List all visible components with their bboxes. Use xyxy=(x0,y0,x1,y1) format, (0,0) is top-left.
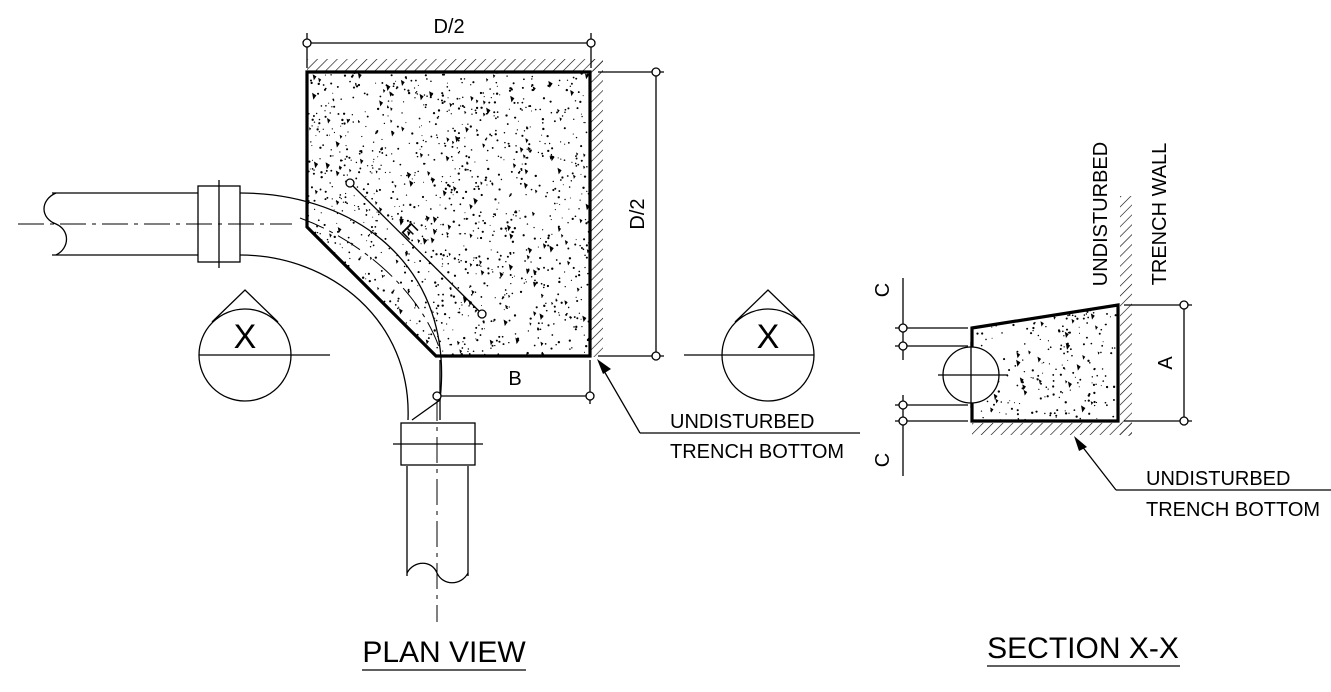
section-view-title: SECTION X-X xyxy=(987,632,1179,665)
section-marker-right: X xyxy=(684,289,815,402)
dim-a-label: A xyxy=(1155,356,1177,370)
pipe-left-break xyxy=(43,192,68,256)
hatch-right xyxy=(591,59,603,357)
plan-note-undisturbed-trench-bottom: UNDISTURBED TRENCH BOTTOM xyxy=(597,359,860,463)
dim-right-label: D/2 xyxy=(627,198,649,229)
dim-c-top-label: C xyxy=(872,283,894,297)
plan-view-title: PLAN VIEW xyxy=(362,636,526,669)
plan-view: D/2 D/2 B E X X xyxy=(18,16,860,671)
wall-label-undisturbed: UNDISTURBED xyxy=(1090,142,1112,286)
svg-text:TRENCH BOTTOM: TRENCH BOTTOM xyxy=(670,441,844,463)
wall-label-trench-wall: TRENCH WALL xyxy=(1149,143,1171,286)
svg-text:UNDISTURBED: UNDISTURBED xyxy=(670,411,814,433)
section-note-undisturbed-trench-bottom: UNDISTURBED TRENCH BOTTOM xyxy=(1074,436,1331,521)
section-marker-left: X xyxy=(198,289,330,402)
dim-b-label: B xyxy=(508,368,521,390)
hatch-top xyxy=(307,59,603,71)
dim-c-bottom-label: C xyxy=(872,453,894,467)
svg-text:X: X xyxy=(757,318,780,356)
section-hatch-bottom xyxy=(972,423,1132,435)
section-hatch-wall xyxy=(1120,196,1132,436)
dim-top-label: D/2 xyxy=(433,16,464,38)
svg-text:TRENCH BOTTOM: TRENCH BOTTOM xyxy=(1146,499,1320,521)
pipe-bend-inner xyxy=(239,254,409,421)
thrust-block-outline xyxy=(305,70,592,358)
pipe-bend-outer xyxy=(239,192,443,421)
svg-text:UNDISTURBED: UNDISTURBED xyxy=(1146,468,1290,490)
section-view: A C C UNDISTURBED TRENCH WALL UNDISTURBE… xyxy=(872,142,1331,667)
svg-text:X: X xyxy=(234,318,257,356)
